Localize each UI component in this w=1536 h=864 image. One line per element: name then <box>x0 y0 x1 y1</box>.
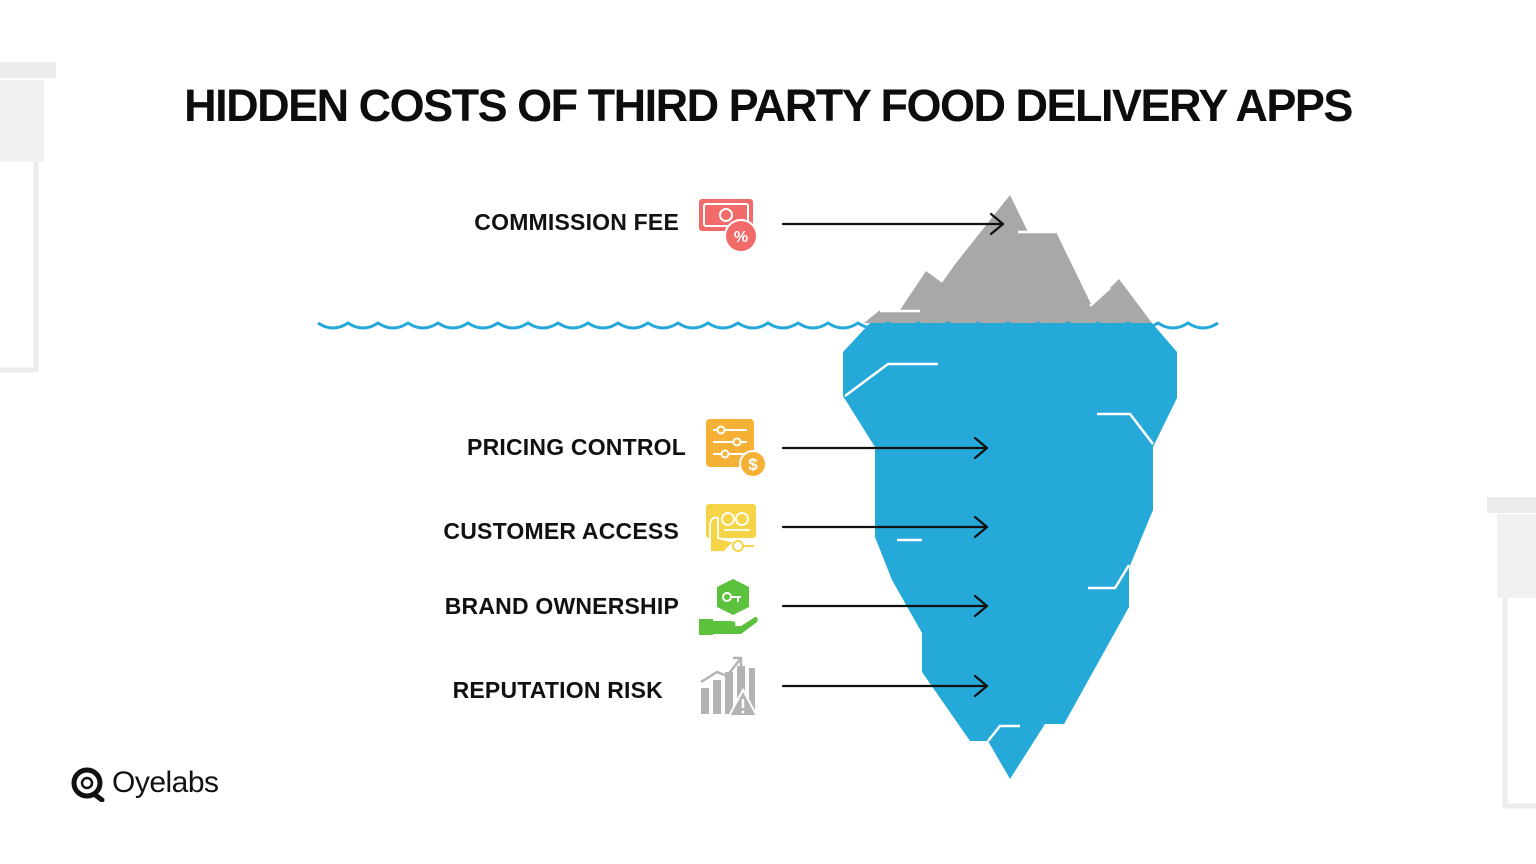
svg-text:%: % <box>734 229 748 246</box>
label-customer-access: CUSTOMER ACCESS <box>443 518 679 544</box>
right-window-decoration <box>1487 497 1536 809</box>
brand-logo: Oyelabs <box>70 764 219 802</box>
page-title: HIDDEN COSTS OF THIRD PARTY FOOD DELIVER… <box>184 80 1353 131</box>
iceberg-tip <box>864 195 1152 323</box>
reputation-chart-icon <box>700 656 759 717</box>
pricing-sliders-icon: $ <box>706 419 767 478</box>
arrow-brand-ownership <box>781 594 989 618</box>
iceberg-tip-highlights <box>880 230 1111 313</box>
iceberg-underwater <box>843 323 1177 779</box>
arrow-pricing-control <box>781 436 989 460</box>
customer-access-icon <box>706 504 756 553</box>
arrow-reputation-risk <box>781 674 989 698</box>
svg-text:$: $ <box>748 455 758 474</box>
label-reputation-risk: REPUTATION RISK <box>452 677 663 703</box>
arrow-commission-fee <box>781 212 1005 236</box>
left-window-decoration <box>0 62 56 373</box>
oyelabs-logo-icon <box>71 767 105 802</box>
arrows <box>781 212 1005 698</box>
brand-key-icon <box>699 579 758 635</box>
label-pricing-control: PRICING CONTROL <box>467 434 686 460</box>
iceberg-cracks <box>844 362 1154 742</box>
label-brand-ownership: BRAND OWNERSHIP <box>444 593 679 619</box>
label-commission-fee: COMMISSION FEE <box>474 209 679 235</box>
money-percent-icon: % <box>699 199 758 253</box>
arrow-customer-access <box>781 515 989 539</box>
brand-name: Oyelabs <box>112 766 219 799</box>
water-waves <box>317 321 1219 330</box>
